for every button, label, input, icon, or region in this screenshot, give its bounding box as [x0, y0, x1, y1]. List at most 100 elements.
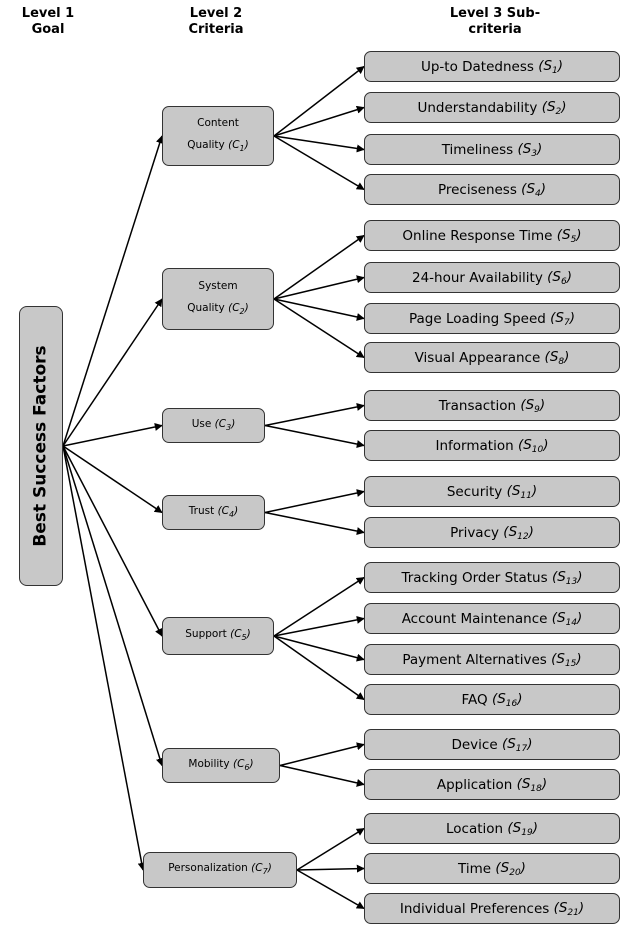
c7-to-s21-arrow — [296, 869, 365, 910]
subcriterion-code: (S1) — [538, 57, 564, 76]
subcriterion-s3: Timeliness (S3) — [364, 134, 620, 165]
c2-to-s5-arrow — [273, 234, 365, 300]
subcriterion-s11: Security (S11) — [364, 476, 620, 507]
c2-to-s7-arrow — [273, 298, 365, 321]
subcriterion-s5: Online Response Time (S5) — [364, 220, 620, 251]
level2-header-line1: Level 2 — [189, 6, 243, 21]
subcriterion-label: Information — [435, 437, 514, 454]
criterion-label-line: Use (C3) — [191, 417, 236, 432]
c5-to-s14-arrow — [273, 615, 365, 637]
subcriterion-label: Application — [436, 776, 513, 793]
subcriterion-s9: Transaction (S9) — [364, 390, 620, 421]
goal-to-c7-arrow — [62, 445, 146, 871]
subcriterion-label: Up-to Datedness — [420, 58, 534, 75]
criterion-code: (C4) — [217, 504, 239, 519]
subcriterion-s2: Understandability (S2) — [364, 92, 620, 123]
subcriterion-s18: Application (S18) — [364, 769, 620, 800]
criterion-code: (C3) — [214, 417, 236, 432]
subcriterion-code: (S4) — [521, 180, 547, 199]
c4-to-s12-arrow — [264, 511, 365, 535]
goal-to-c1-arrow — [62, 135, 164, 447]
criterion-c5: Support (C5) — [162, 617, 274, 655]
c1-to-s2-arrow — [273, 105, 365, 137]
goal-to-c6-arrow — [62, 445, 164, 767]
subcriterion-label: Transaction — [438, 397, 517, 414]
subcriterion-label: Visual Appearance — [414, 349, 541, 366]
criterion-c4: Trust (C4) — [162, 495, 265, 530]
subcriterion-code: (S16) — [491, 690, 523, 709]
subcriterion-code: (S11) — [506, 482, 538, 501]
criterion-code: (C6) — [232, 757, 254, 772]
subcriterion-label: Payment Alternatives — [402, 651, 547, 668]
subcriterion-s4: Preciseness (S4) — [364, 174, 620, 205]
level1-header-line2: Goal — [31, 22, 65, 37]
subcriterion-label: Online Response Time — [402, 227, 553, 244]
level1-header: Level 1 Goal — [8, 6, 88, 38]
subcriterion-label: Preciseness — [437, 181, 517, 198]
subcriterion-code: (S10) — [517, 436, 549, 455]
subcriterion-label: Understandability — [417, 99, 538, 116]
criterion-label-line: System — [198, 280, 238, 292]
c5-to-s13-arrow — [273, 576, 365, 637]
subcriterion-label: Tracking Order Status — [401, 569, 548, 586]
criterion-c7: Personalization (C7) — [143, 852, 297, 888]
subcriterion-s10: Information (S10) — [364, 430, 620, 461]
subcriterion-code: (S5) — [556, 226, 582, 245]
subcriterion-code: (S6) — [547, 268, 572, 287]
criterion-code: (C1) — [228, 139, 249, 153]
subcriterion-label: FAQ — [461, 691, 488, 708]
c1-to-s1-arrow — [273, 65, 365, 137]
criterion-label-line: Trust (C4) — [188, 504, 239, 519]
subcriterion-s21: Individual Preferences (S21) — [364, 893, 620, 924]
criterion-label-line: Quality (C1) — [187, 139, 249, 153]
subcriterion-label: Device — [451, 736, 498, 753]
c7-to-s19-arrow — [296, 827, 365, 871]
subcriterion-label: Timeliness — [441, 141, 514, 158]
subcriterion-label: Privacy — [450, 524, 499, 541]
subcriterion-label: Security — [446, 483, 503, 500]
c3-to-s10-arrow — [264, 424, 365, 448]
c1-to-s4-arrow — [273, 135, 365, 191]
c2-to-s8-arrow — [273, 298, 365, 359]
level2-header: Level 2 Criteria — [160, 6, 272, 38]
criterion-code: (C2) — [228, 302, 249, 316]
criterion-label-line: Mobility (C6) — [188, 757, 254, 772]
goal-label: Best Success Factors — [31, 345, 51, 547]
goal-to-c2-arrow — [62, 298, 163, 447]
subcriterion-code: (S12) — [503, 523, 534, 542]
goal-node: Best Success Factors — [19, 306, 63, 586]
subcriterion-s17: Device (S17) — [364, 729, 620, 760]
subcriterion-label: Individual Preferences — [399, 900, 550, 917]
criterion-label-line: Support (C5) — [185, 628, 251, 642]
subcriterion-label: Account Maintenance — [401, 610, 548, 627]
c6-to-s17-arrow — [279, 742, 365, 767]
subcriterion-code: (S20) — [495, 859, 526, 878]
goal-to-c3-arrow — [62, 423, 163, 447]
subcriterion-s16: FAQ (S16) — [364, 684, 620, 715]
subcriterion-label: 24-hour Availability — [411, 269, 543, 286]
subcriterion-code: (S15) — [551, 650, 582, 669]
subcriterion-code: (S14) — [551, 609, 583, 628]
subcriterion-s19: Location (S19) — [364, 813, 620, 844]
subcriterion-code: (S7) — [550, 309, 575, 328]
subcriterion-s14: Account Maintenance (S14) — [364, 603, 620, 634]
subcriterion-code: (S17) — [501, 735, 533, 754]
subcriterion-s13: Tracking Order Status (S13) — [364, 562, 620, 593]
subcriterion-label: Page Loading Speed — [408, 310, 546, 327]
c5-to-s15-arrow — [273, 635, 365, 662]
criterion-code: (C5) — [230, 628, 251, 642]
subcriterion-code: (S8) — [544, 348, 570, 367]
c2-to-s6-arrow — [273, 275, 365, 300]
c5-to-s16-arrow — [273, 635, 365, 701]
subcriterion-code: (S2) — [541, 98, 567, 117]
subcriterion-s8: Visual Appearance (S8) — [364, 342, 620, 373]
subcriterion-s7: Page Loading Speed (S7) — [364, 303, 620, 334]
subcriterion-label: Location — [446, 820, 504, 837]
criterion-label-line: Personalization (C7) — [168, 862, 272, 876]
criterion-label-line: Quality (C2) — [187, 302, 249, 316]
subcriterion-code: (S19) — [507, 819, 538, 838]
subcriterion-code: (S9) — [520, 396, 546, 415]
